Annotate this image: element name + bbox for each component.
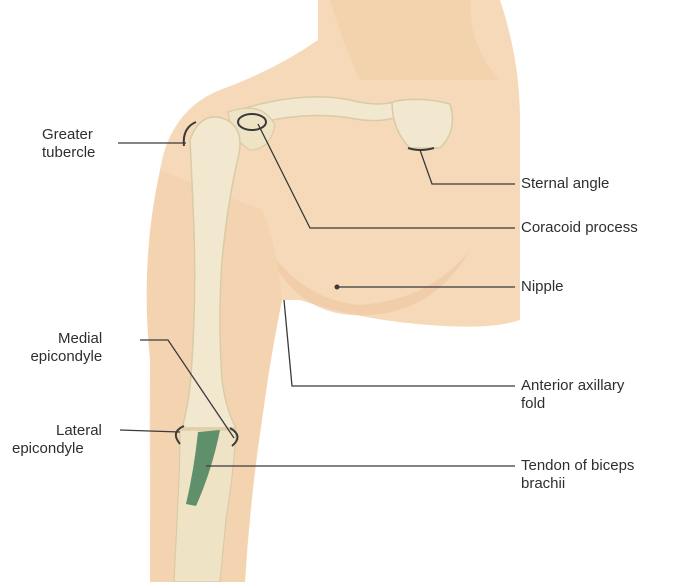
label-greater-tubercle: Greater tubercle [42,126,95,162]
nipple-marker [335,285,340,290]
label-lateral-epicondyle: Lateral epicondyle [56,422,102,458]
label-medial-epicondyle: Medial epicondyle [58,330,102,366]
label-anterior-axillary-fold: Anterior axillary fold [521,377,624,413]
label-coracoid-process: Coracoid process [521,219,638,237]
label-tendon-biceps: Tendon of biceps brachii [521,457,634,493]
label-sternal-angle: Sternal angle [521,175,609,193]
label-nipple: Nipple [521,278,564,296]
